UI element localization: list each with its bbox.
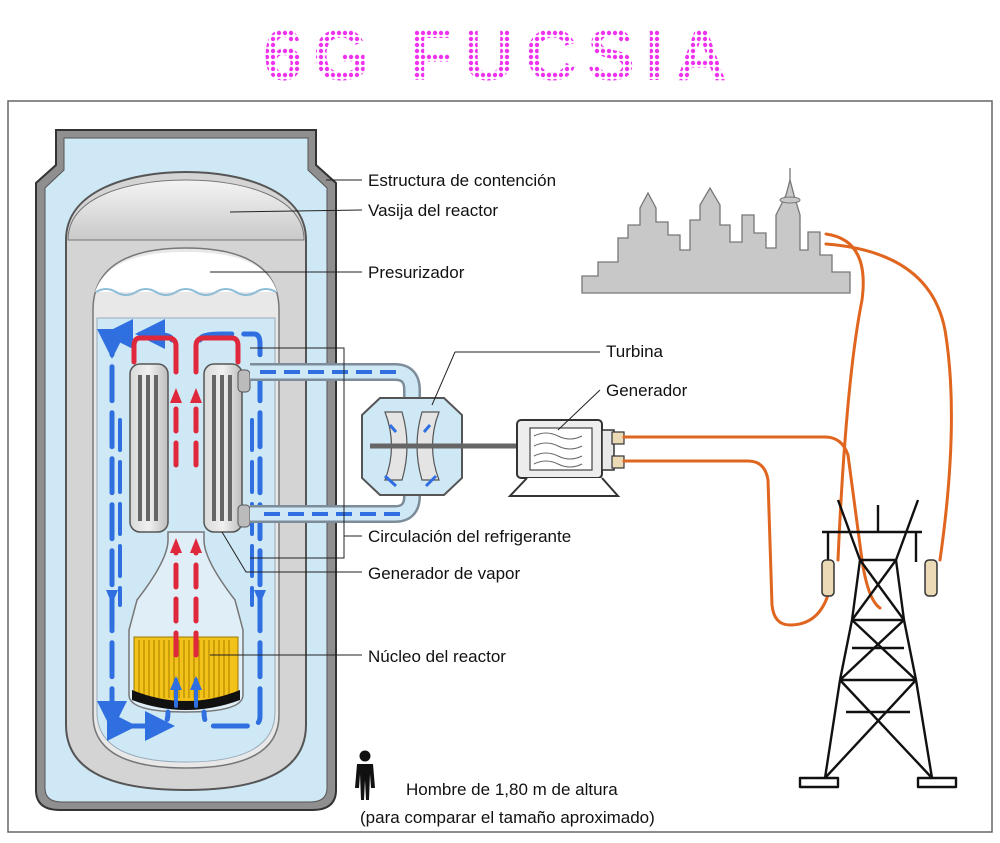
- reactor-core: [132, 636, 240, 710]
- insulator-right: [924, 559, 938, 597]
- label-steam-generator: Generador de vapor: [368, 564, 520, 583]
- turbine: [361, 397, 520, 496]
- insulator-left: [821, 559, 835, 597]
- human-figure-icon: [355, 750, 375, 800]
- label-pressurizer: Presurizador: [368, 263, 465, 282]
- steam-pipes: [250, 363, 421, 523]
- city-skyline-icon: [581, 168, 851, 294]
- label-vessel: Vasija del reactor: [368, 201, 498, 220]
- caption-line-1: Hombre de 1,80 m de altura: [406, 780, 618, 799]
- label-core: Núcleo del reactor: [368, 647, 506, 666]
- label-coolant: Circulación del refrigerante: [368, 527, 571, 546]
- label-containment: Estructura de contención: [368, 171, 556, 190]
- power-cables: [622, 232, 953, 627]
- generator: [507, 419, 625, 497]
- label-turbine: Turbina: [606, 342, 664, 361]
- steam-generator-left: [129, 363, 169, 533]
- caption-line-2: (para comparar el tamaño aproximado): [360, 808, 655, 827]
- power-pylon-icon: [798, 499, 958, 789]
- label-generator: Generador: [606, 381, 688, 400]
- page-title: 6G FUCSIA: [263, 16, 737, 96]
- leader-lines: [210, 179, 601, 656]
- steam-generator-right: [203, 363, 251, 533]
